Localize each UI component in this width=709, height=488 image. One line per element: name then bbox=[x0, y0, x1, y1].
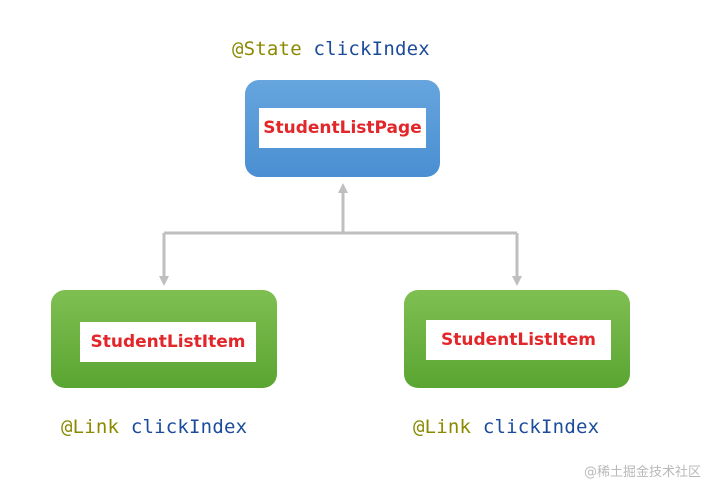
watermark: @稀土掘金技术社区 bbox=[583, 465, 701, 480]
student-list-item-node-right: StudentListItem bbox=[404, 290, 630, 388]
link-decorator-right: @Link bbox=[413, 416, 472, 438]
student-list-page-node: StudentListPage bbox=[245, 80, 440, 177]
student-list-item-label-right: StudentListItem bbox=[426, 320, 611, 360]
right-node-annotation: @Link clickIndex bbox=[413, 416, 599, 438]
student-list-page-label: StudentListPage bbox=[259, 108, 426, 148]
top-node-annotation: @State clickIndex bbox=[232, 38, 430, 60]
student-list-item-node-left: StudentListItem bbox=[51, 290, 277, 388]
top-node-variable: clickIndex bbox=[313, 38, 430, 60]
right-node-variable: clickIndex bbox=[482, 416, 600, 438]
state-decorator: @State bbox=[232, 38, 302, 60]
left-node-variable: clickIndex bbox=[130, 416, 248, 438]
student-list-item-label-left: StudentListItem bbox=[80, 322, 256, 362]
left-node-annotation: @Link clickIndex bbox=[61, 416, 247, 438]
link-decorator-left: @Link bbox=[61, 416, 120, 438]
